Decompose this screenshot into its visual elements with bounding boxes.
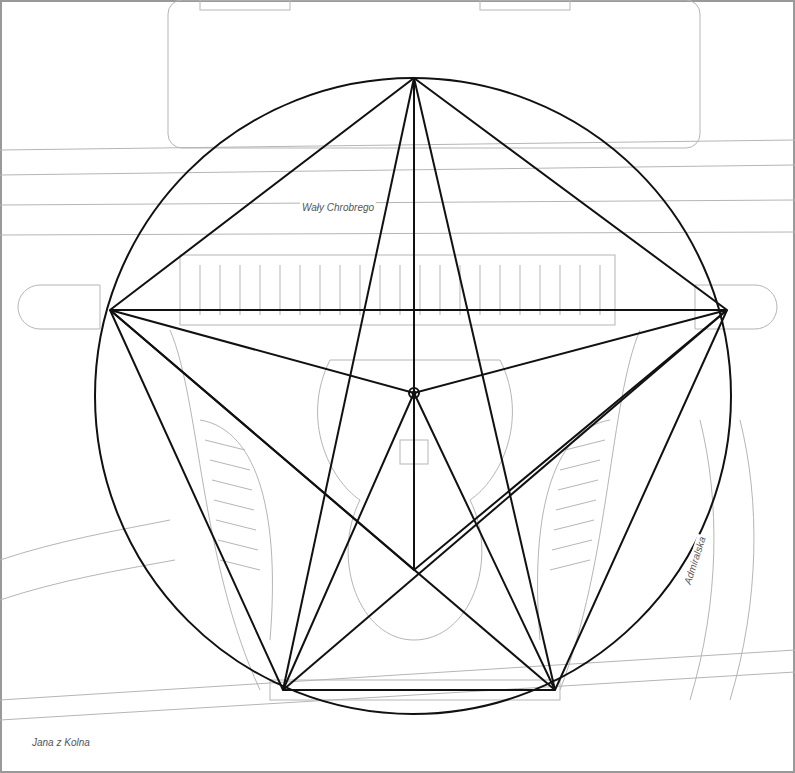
background-plan xyxy=(0,0,795,720)
pentagram-construction xyxy=(95,78,731,714)
street-name: Jana z Kolna xyxy=(30,737,92,748)
street-name: Wały Chrobrego xyxy=(300,202,376,213)
